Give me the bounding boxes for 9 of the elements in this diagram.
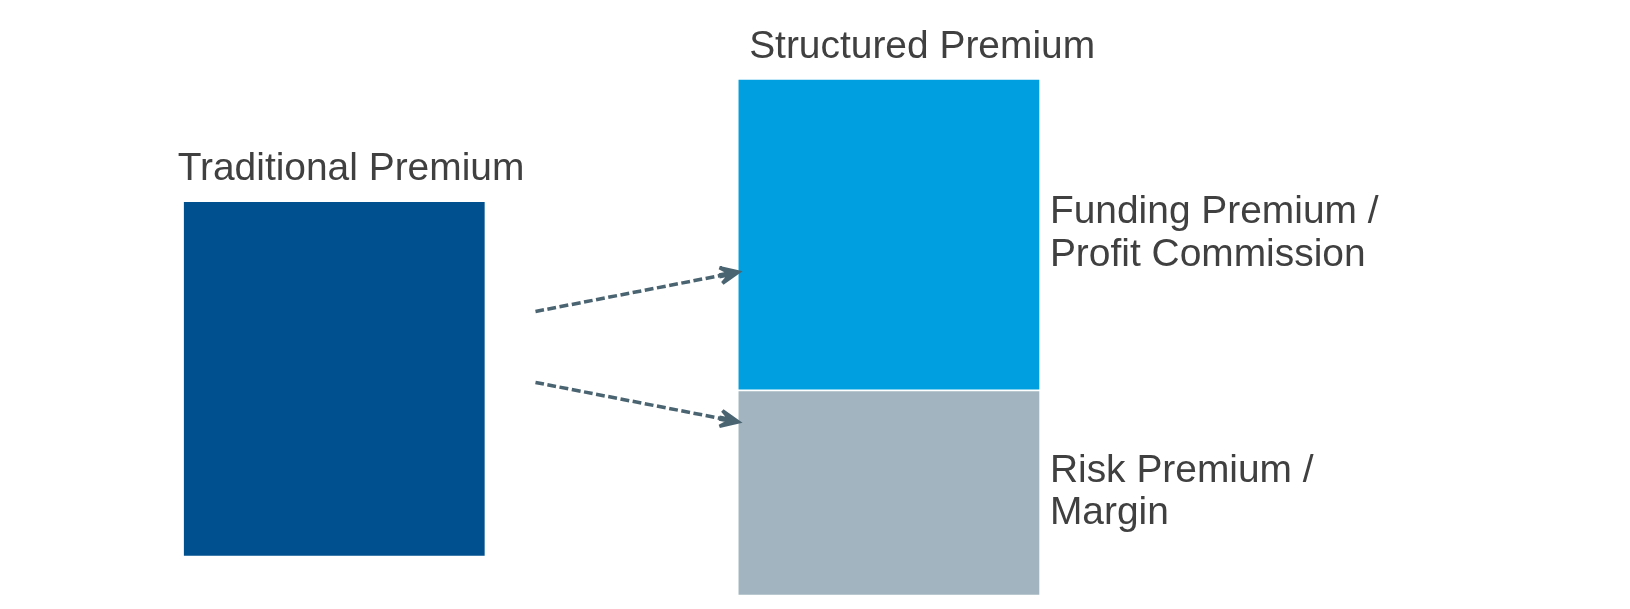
arrow xyxy=(534,265,740,314)
arrow xyxy=(534,380,740,429)
node-label: Traditional Premium xyxy=(177,144,524,188)
node-box xyxy=(183,201,485,556)
node-box xyxy=(738,79,1039,390)
node-label: Risk Premium / Margin xyxy=(1049,446,1314,533)
node-label: Structured Premium xyxy=(748,22,1095,66)
node-label: Funding Premium / Profit Commission xyxy=(1049,188,1379,274)
node-box xyxy=(738,391,1039,595)
